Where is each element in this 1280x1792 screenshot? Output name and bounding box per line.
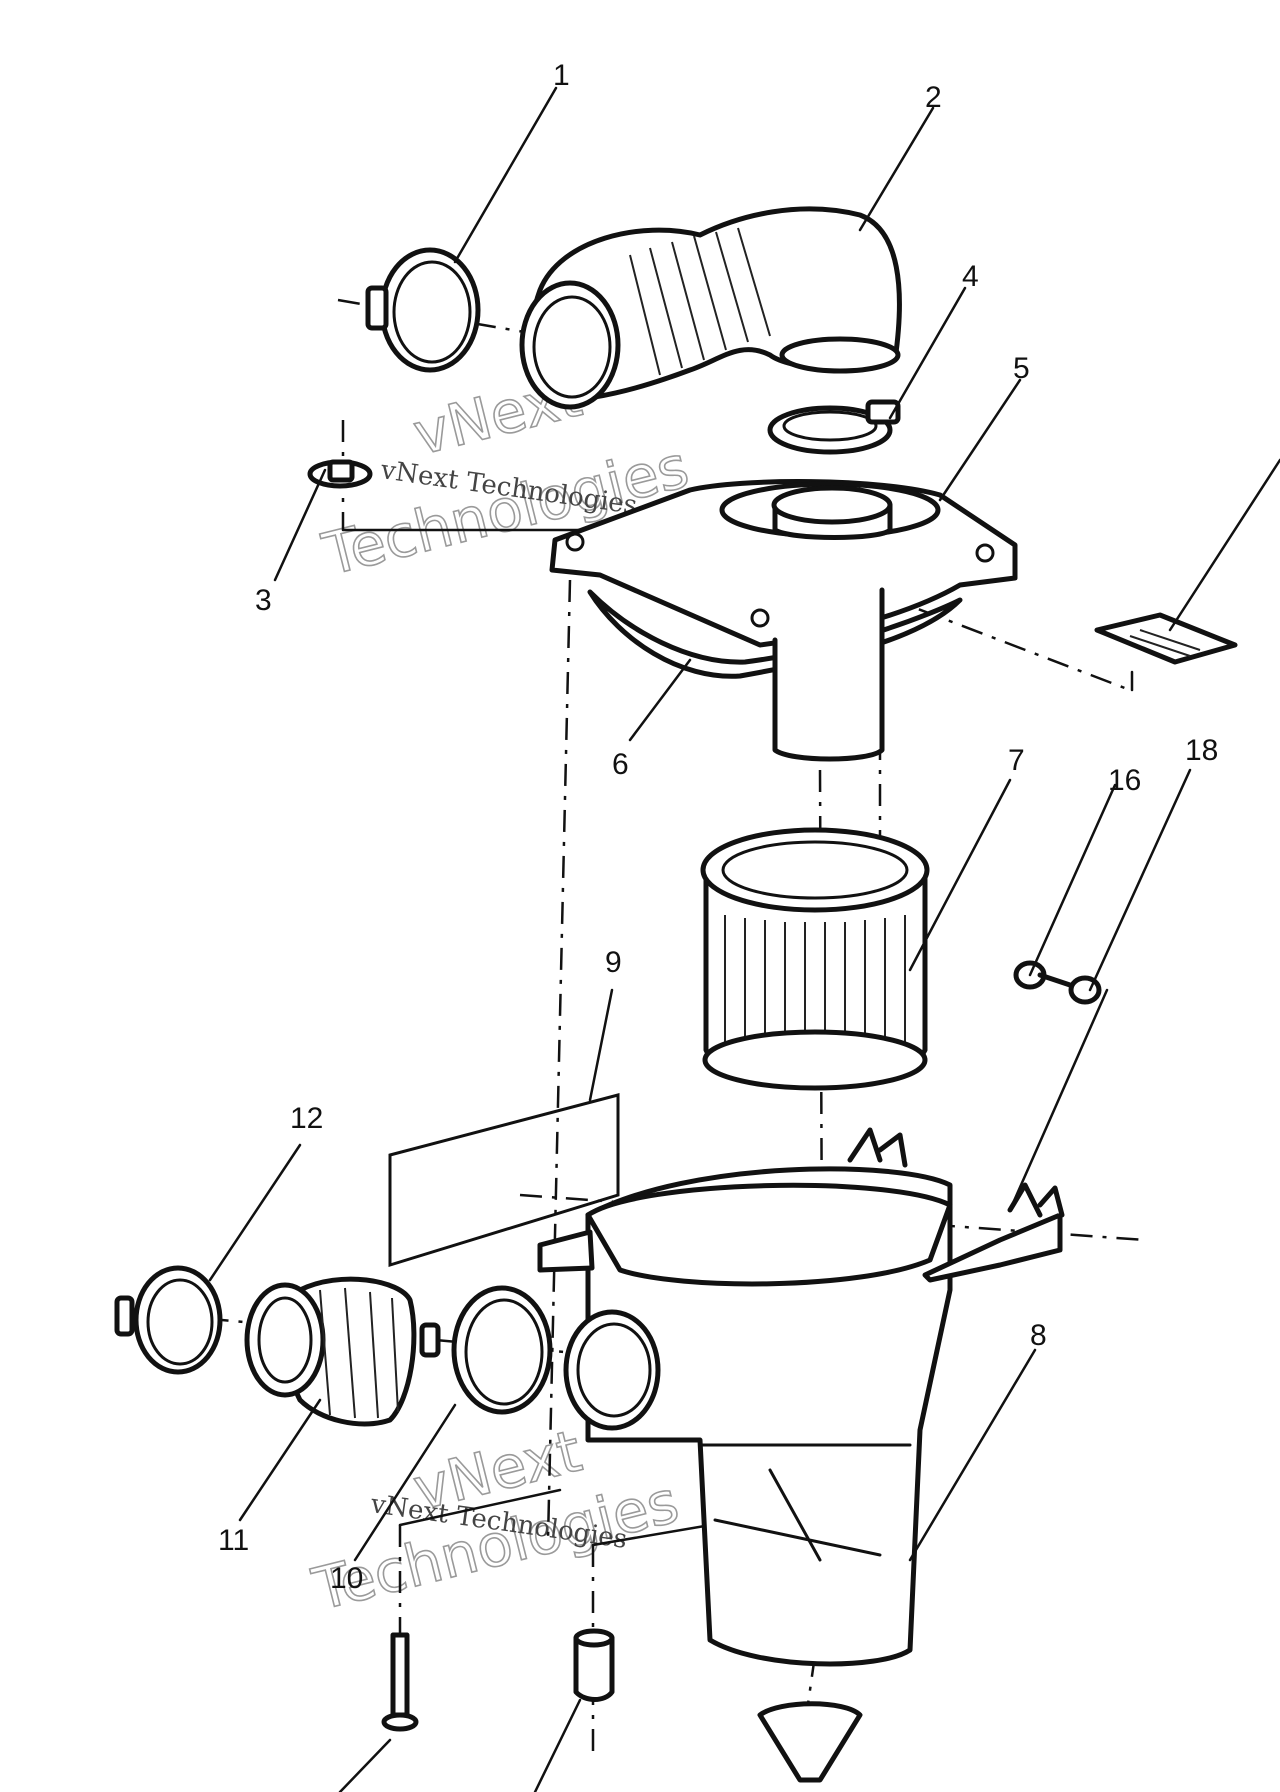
callout-labels: 1 2 3 4 5 6 7 8 9 10 11 12 16 18 [218, 59, 1218, 1595]
callout-18: 18 [1185, 734, 1218, 767]
part-9-decal [388, 1093, 620, 1268]
callout-12: 12 [290, 1102, 323, 1135]
housing-inlet [563, 1309, 661, 1431]
part-7-filter [700, 827, 930, 1091]
callout-7: 7 [1008, 744, 1025, 777]
callout-2: 2 [925, 81, 942, 114]
bottom-screw [381, 1632, 419, 1732]
label-decal [1094, 612, 1238, 665]
part-2-intake-boot [519, 206, 902, 410]
bottom-drain-valve [757, 1701, 863, 1783]
callout-8: 8 [1030, 1319, 1047, 1352]
part-3-wing-nut [307, 459, 373, 489]
leader-lines [208, 86, 1280, 1792]
part-12-clamp [114, 1265, 223, 1375]
part-10-clamp [419, 1285, 553, 1415]
callout-9: 9 [605, 946, 622, 979]
callout-11: 11 [218, 1524, 249, 1557]
part-8-housing [537, 1127, 1065, 1667]
bottom-grommet [573, 1628, 615, 1702]
part-1-hose-clamp [365, 247, 481, 373]
callout-10: 10 [330, 1562, 363, 1595]
callout-3: 3 [255, 584, 272, 617]
part-11-boot [244, 1276, 417, 1427]
part-5-cover [549, 479, 1018, 648]
part-16-bolt [1013, 960, 1073, 990]
callout-4: 4 [962, 260, 979, 293]
cover-tube [772, 587, 885, 762]
part-6-gasket [587, 589, 963, 679]
callout-6: 6 [612, 748, 629, 781]
part-4-clamp [767, 399, 901, 455]
callout-16: 16 [1108, 764, 1141, 797]
callout-1: 1 [553, 59, 570, 92]
callout-5: 5 [1013, 352, 1030, 385]
